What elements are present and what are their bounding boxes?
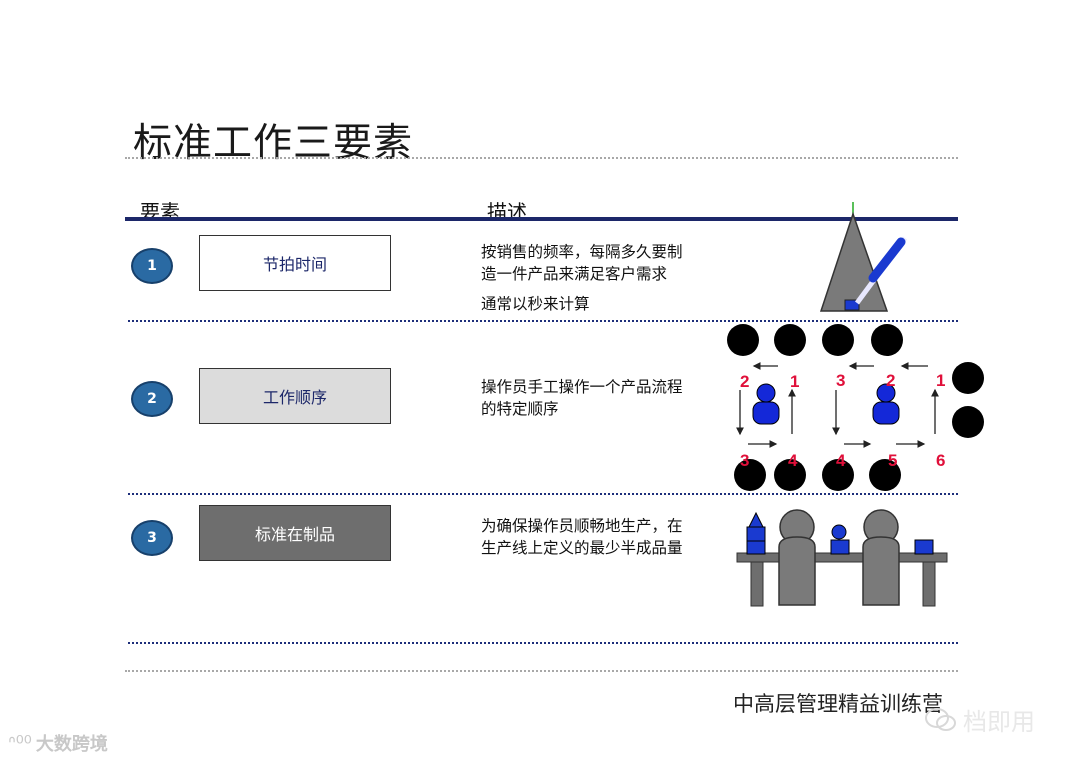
step-label: 4 bbox=[788, 451, 798, 470]
row-description: 操作员手工操作一个产品流程 的特定顺序 bbox=[481, 376, 683, 420]
watermark-logo-icon: ᐢ⁰⁰ bbox=[8, 731, 32, 755]
desc-line: 操作员手工操作一个产品流程 bbox=[481, 376, 683, 398]
step-label: 3 bbox=[740, 451, 749, 470]
watermark-right: 档即用 bbox=[925, 702, 1035, 737]
row-number-badge: 3 bbox=[131, 520, 173, 556]
bottom-divider bbox=[125, 670, 958, 672]
row-number-badge: 2 bbox=[131, 381, 173, 417]
step-label: 4 bbox=[836, 451, 846, 470]
step-label: 2 bbox=[740, 372, 749, 391]
watermark-right-text: 档即用 bbox=[963, 702, 1035, 737]
desc-line: 的特定顺序 bbox=[481, 398, 683, 420]
page-title: 标准工作三要素 bbox=[133, 112, 413, 168]
title-divider bbox=[125, 157, 958, 159]
work-sequence-diagram: 2 1 3 2 1 3 4 4 5 6 bbox=[720, 320, 985, 495]
desc-line: 造一件产品来满足客户需求 bbox=[481, 263, 683, 285]
takt-timer-icon bbox=[815, 200, 895, 315]
desc-line: 为确保操作员顺畅地生产，在 bbox=[481, 515, 683, 537]
watermark-left: ᐢ⁰⁰ 大数跨境 bbox=[8, 730, 108, 756]
step-label: 5 bbox=[888, 451, 897, 470]
chat-bubble-icon bbox=[925, 707, 957, 733]
footer-text: 中高层管理精益训练营 bbox=[733, 688, 943, 718]
row-description: 按销售的频率，每隔多久要制 造一件产品来满足客户需求 bbox=[481, 241, 683, 285]
step-label: 2 bbox=[886, 371, 895, 390]
row-number-badge: 1 bbox=[131, 248, 173, 284]
element-box-takt-time: 节拍时间 bbox=[199, 235, 391, 291]
row-divider bbox=[128, 642, 958, 644]
standard-wip-illustration bbox=[735, 505, 955, 615]
desc-line: 按销售的频率，每隔多久要制 bbox=[481, 241, 683, 263]
watermark-left-text: 大数跨境 bbox=[36, 730, 108, 756]
step-label: 1 bbox=[936, 371, 945, 390]
row-description: 为确保操作员顺畅地生产，在 生产线上定义的最少半成品量 bbox=[481, 515, 683, 559]
element-box-standard-wip: 标准在制品 bbox=[199, 505, 391, 561]
row-note: 通常以秒来计算 bbox=[481, 293, 590, 315]
step-label: 3 bbox=[836, 371, 845, 390]
step-label: 6 bbox=[936, 451, 945, 470]
step-label: 1 bbox=[790, 372, 799, 391]
desc-line: 生产线上定义的最少半成品量 bbox=[481, 537, 683, 559]
element-box-work-sequence: 工作顺序 bbox=[199, 368, 391, 424]
